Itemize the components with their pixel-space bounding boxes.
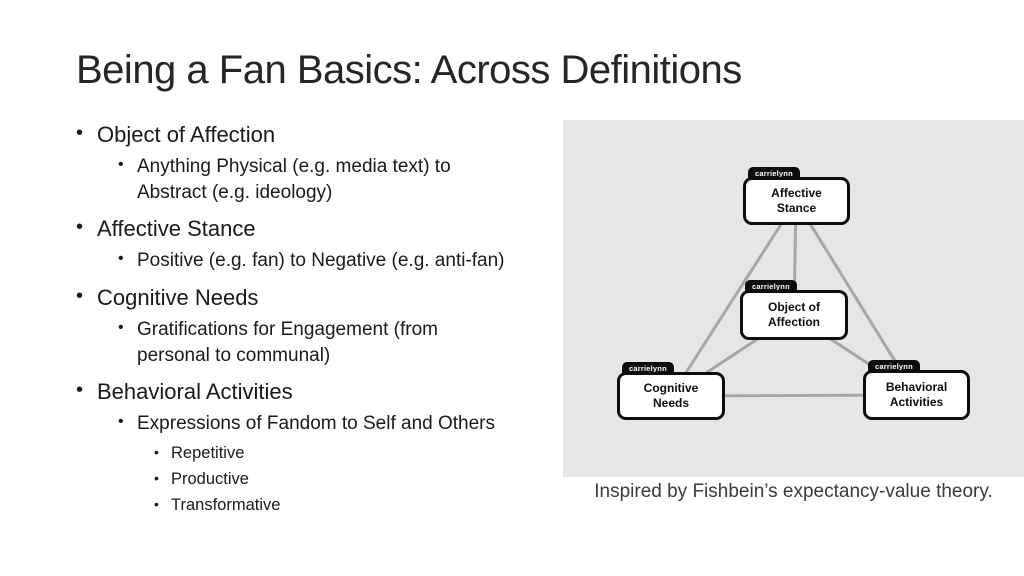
bullet-transformative: • Transformative xyxy=(154,496,576,515)
bullet-text: Anything Physical (e.g. media text) to xyxy=(137,156,451,177)
bullet-text: Repetitive xyxy=(171,444,245,463)
bullet-text: Abstract (e.g. ideology) xyxy=(137,182,333,204)
node-behavioral-activities: carrielynn Behavioral Activities xyxy=(863,360,970,420)
bullet-text: Behavioral Activities xyxy=(97,379,293,405)
bullet-text: Positive (e.g. fan) to Negative (e.g. an… xyxy=(137,250,505,272)
node-affective-stance: carrielynn Affective Stance xyxy=(743,167,850,225)
bullet-text: Gratifications for Engagement (from xyxy=(137,318,438,340)
bullet-icon: • xyxy=(76,284,84,307)
bullet-anything-physical: • Anything Physical (e.g. media text) to… xyxy=(118,154,576,206)
bullet-text: Transformative xyxy=(171,496,281,515)
node-label: Object of Affection xyxy=(740,290,848,340)
diagram-panel: carrielynn Affective Stance carrielynn O… xyxy=(563,120,1024,477)
bullet-object-of-affection: • Object of Affection xyxy=(76,122,576,148)
node-cognitive-needs: carrielynn Cognitive Needs xyxy=(617,362,725,420)
bullet-icon: • xyxy=(118,156,124,173)
bullet-expressions: • Expressions of Fandom to Self and Othe… xyxy=(118,411,576,437)
bullet-icon: • xyxy=(154,444,159,461)
bullet-icon: • xyxy=(154,496,159,513)
bullet-text: Productive xyxy=(171,470,249,489)
node-object-of-affection: carrielynn Object of Affection xyxy=(740,280,848,340)
slide-title: Being a Fan Basics: Across Definitions xyxy=(76,48,742,92)
bullet-icon: • xyxy=(76,379,84,402)
bullet-repetitive: • Repetitive xyxy=(154,444,576,463)
bullet-productive: • Productive xyxy=(154,470,576,489)
bullet-text: personal to communal) xyxy=(137,344,331,366)
diagram-caption: Inspired by Fishbein’s expectancy-value … xyxy=(594,481,993,502)
bullet-icon: • xyxy=(76,122,84,144)
bullet-icon: • xyxy=(118,250,124,268)
bullet-cognitive-needs: • Cognitive Needs xyxy=(76,285,576,311)
bullet-icon: • xyxy=(118,413,124,431)
bullet-text: Cognitive Needs xyxy=(97,284,259,310)
bullet-text: Expressions of Fandom to Self and Others xyxy=(137,413,496,435)
node-label: Behavioral Activities xyxy=(863,370,970,420)
bullet-icon: • xyxy=(154,470,159,487)
bullet-text: Affective Stance xyxy=(97,216,256,242)
bullet-icon: • xyxy=(118,318,124,336)
bullet-gratifications: • Gratifications for Engagement (from pe… xyxy=(118,317,576,369)
bullet-positive-negative: • Positive (e.g. fan) to Negative (e.g. … xyxy=(118,248,576,274)
node-label: Affective Stance xyxy=(743,177,850,225)
bullet-affective-stance: • Affective Stance xyxy=(76,216,576,242)
bullet-icon: • xyxy=(76,216,84,239)
bullet-list: • Object of Affection • Anything Physica… xyxy=(76,112,576,522)
node-label: Cognitive Needs xyxy=(617,372,725,420)
bullet-text: Object of Affection xyxy=(97,122,276,147)
bullet-behavioral-activities: • Behavioral Activities xyxy=(76,379,576,405)
